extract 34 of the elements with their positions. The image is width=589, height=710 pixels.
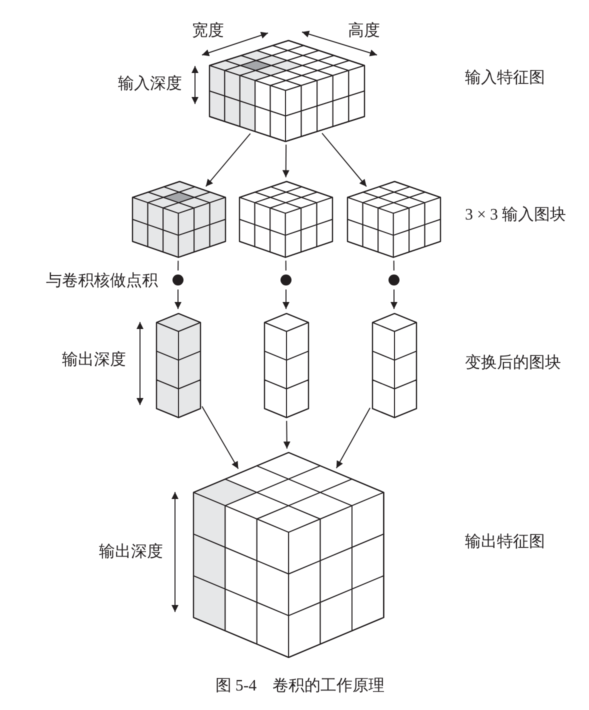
- cube-column: [154, 312, 202, 419]
- dimension-label: 输入深度: [118, 74, 182, 94]
- connector-line: [178, 260, 179, 271]
- patch-cube: [238, 180, 334, 258]
- patch-cube: [346, 180, 442, 258]
- connector-line: [393, 260, 394, 271]
- dot: [279, 273, 293, 287]
- dot: [171, 273, 185, 287]
- arrow: [336, 407, 371, 469]
- arrow: [390, 289, 398, 310]
- stage-label: 输出特征图: [465, 532, 545, 552]
- connector-line: [285, 260, 286, 271]
- arrow: [202, 406, 239, 470]
- operation-label: 与卷积核做点积: [46, 272, 158, 290]
- feature-map-cube: [192, 450, 385, 658]
- arrow: [282, 289, 290, 310]
- arrow: [322, 132, 367, 187]
- stage-label: 3 × 3 输入图块: [465, 206, 566, 224]
- feature-map-cube: [208, 38, 366, 142]
- cube-column: [262, 312, 310, 419]
- arrow: [283, 420, 290, 450]
- arrow: [205, 133, 251, 187]
- stage-label: 变换后的图块: [465, 354, 561, 372]
- stage-label: 输入特征图: [465, 68, 545, 88]
- dimension-label: 宽度: [192, 22, 224, 40]
- dimension-label: 高度: [348, 22, 380, 40]
- dimension-label: 输出深度: [99, 542, 163, 562]
- patch-cube: [130, 180, 226, 258]
- dimension-label: 输出深度: [62, 350, 126, 370]
- arrow: [174, 289, 182, 310]
- dot: [387, 273, 401, 287]
- figure-caption: 图 5-4 卷积的工作原理: [215, 676, 385, 696]
- arrow: [282, 144, 290, 178]
- cube-column: [370, 312, 418, 419]
